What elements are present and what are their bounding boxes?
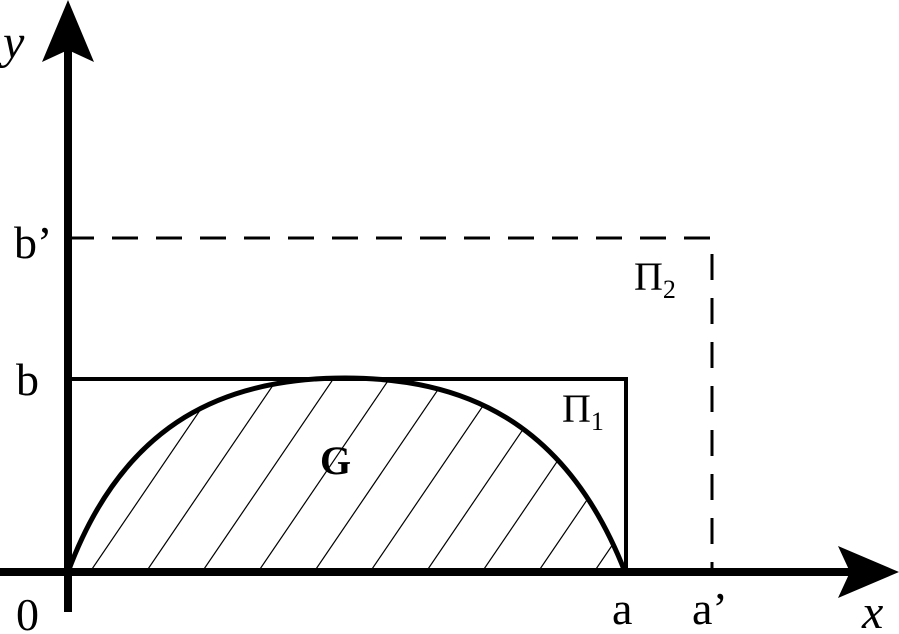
hatch-line — [313, 378, 451, 572]
region-g-label: G — [320, 438, 351, 483]
y-axis-arrow — [42, 0, 94, 62]
hatch-line — [145, 378, 283, 572]
x-tick-a: a — [612, 583, 632, 634]
rect-outer-dashed — [68, 236, 714, 572]
hatch-line — [650, 372, 786, 572]
y-axis-label: y — [0, 16, 25, 69]
region-g-boundary — [65, 375, 628, 573]
rect-inner-label: Π1 — [562, 386, 604, 436]
y-tick-b: b — [16, 354, 39, 405]
hatch-line — [706, 372, 842, 572]
hatch-line — [369, 378, 507, 572]
rect-outer-label: Π2 — [634, 254, 676, 304]
y-tick-b-prime: b’ — [14, 217, 52, 268]
hatch-line — [537, 378, 625, 572]
region-g-hatching — [89, 372, 842, 572]
rect-inner — [68, 377, 628, 572]
hatch-line — [481, 378, 619, 572]
hatch-line — [257, 378, 395, 572]
x-axis-label: x — [861, 586, 883, 634]
hatch-line — [425, 378, 563, 572]
x-axis-arrow — [838, 546, 899, 598]
hatch-line — [201, 378, 339, 572]
hatch-line — [89, 378, 227, 572]
origin-label: 0 — [16, 589, 39, 634]
x-tick-a-prime: a’ — [692, 583, 728, 634]
